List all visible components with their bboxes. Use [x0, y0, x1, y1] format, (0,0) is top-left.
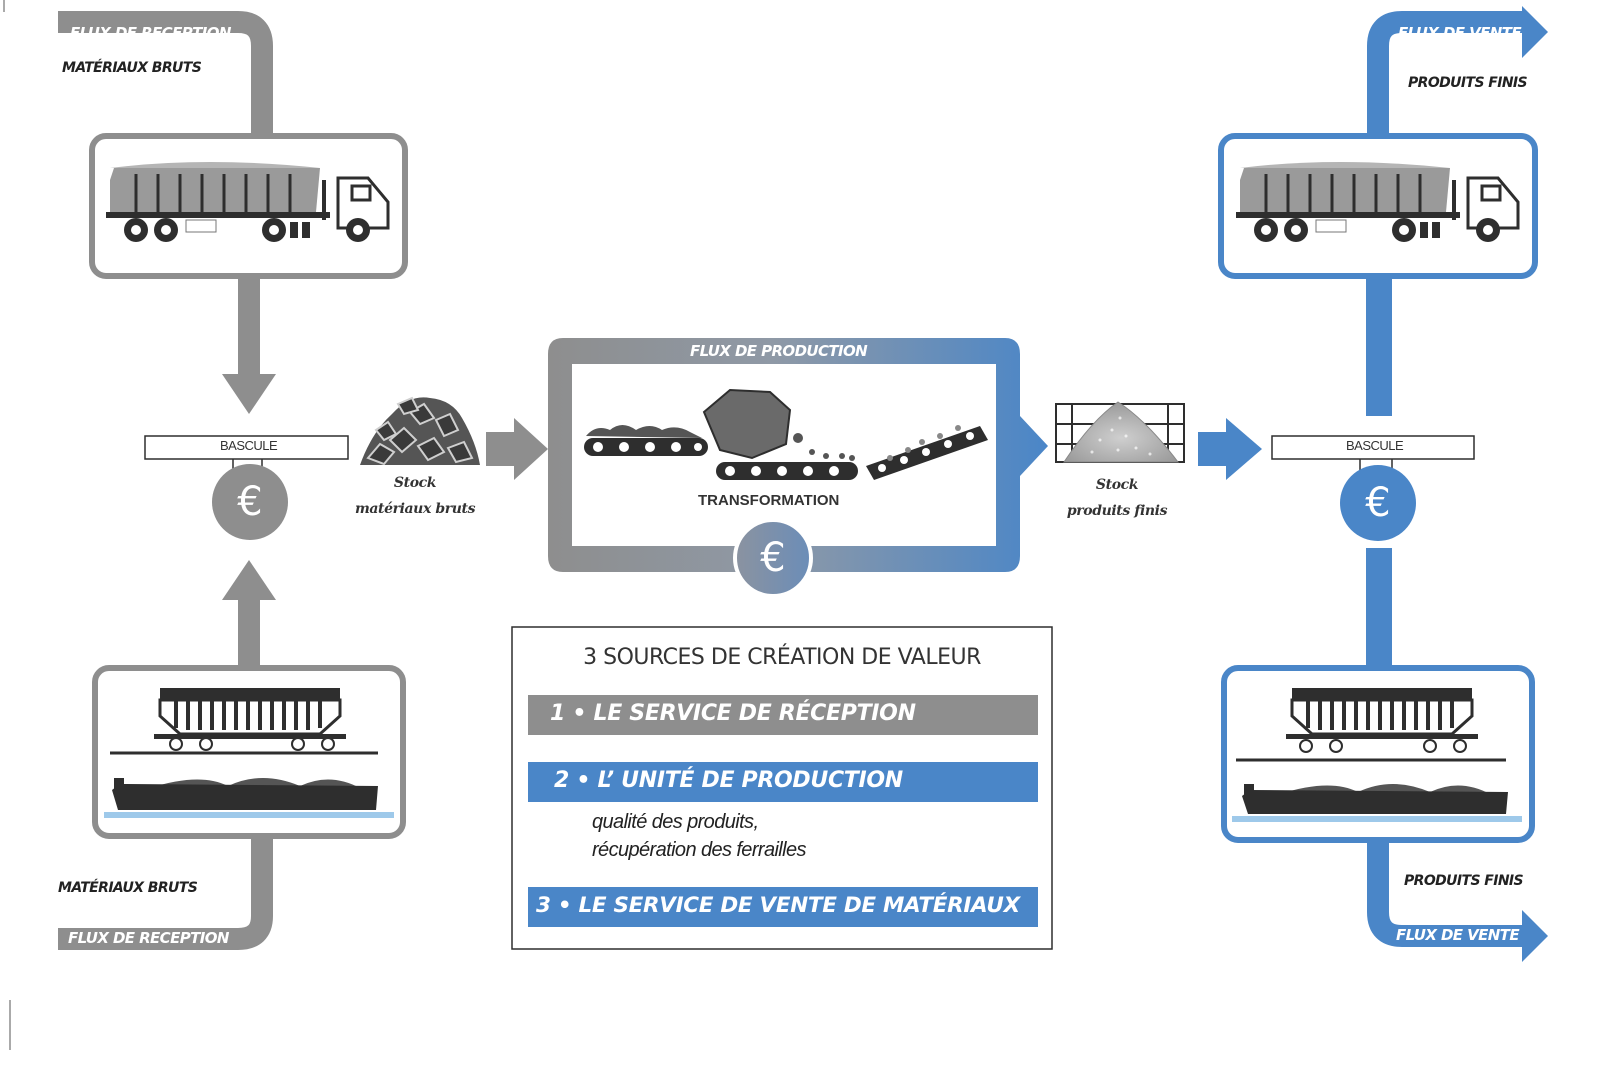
- right-sales-flow: [1218, 6, 1548, 962]
- left-bottom-flow-band: [58, 838, 273, 950]
- raw-stock-line-2: matériaux bruts: [354, 501, 476, 517]
- legend-box: [511, 626, 1053, 950]
- right-top-caption: PRODUITS FINIS: [1408, 75, 1528, 91]
- legend-note-line-2: récupération des ferrailles: [592, 839, 807, 861]
- finished-stock-line-1: Stock: [1095, 477, 1139, 493]
- left-bottom-banner: FLUX DE RECEPTION: [68, 929, 229, 947]
- right-bottom-flow-band: [1367, 840, 1526, 947]
- right-euro-symbol: €: [1365, 480, 1391, 526]
- left-barge-icon: [104, 778, 394, 818]
- raw-stock-label: Stock matériaux bruts: [350, 470, 480, 522]
- legend-item-3-bar: [528, 887, 1038, 927]
- legend-item-2-bar: [528, 762, 1038, 802]
- right-top-arrowhead: [1522, 6, 1548, 58]
- legend-note-line-1: qualité des produits,: [592, 811, 759, 833]
- left-top-flow-band: [58, 11, 273, 142]
- right-barge-icon: [1232, 784, 1522, 822]
- finished-stock-label: Stock produits finis: [1052, 472, 1182, 524]
- left-euro-symbol: €: [237, 479, 263, 525]
- production-machinery-icon: [584, 388, 988, 480]
- legend-item-1: 1 • LE SERVICE DE RÉCEPTION: [550, 701, 916, 726]
- right-top-banner: FLUX DE VENTE: [1398, 24, 1522, 42]
- left-reception-flow: [58, 11, 408, 950]
- right-truck-icon: [1236, 162, 1520, 242]
- right-bottom-banner: FLUX DE VENTE: [1396, 926, 1520, 944]
- left-up-arrowhead: [222, 560, 276, 600]
- right-train-icon: [1236, 688, 1506, 762]
- right-scale-label: BASCULE: [1346, 438, 1404, 453]
- production-euro-symbol: €: [760, 535, 786, 581]
- legend-item-3: 3 • LE SERVICE DE VENTE DE MATÉRIAUX: [536, 893, 1020, 918]
- right-top-flow-band: [1367, 11, 1526, 136]
- left-down-shaft: [238, 278, 260, 378]
- left-train-icon: [110, 688, 378, 755]
- left-scale-bar: [144, 435, 349, 460]
- raw-stock-line-1: Stock: [393, 475, 437, 491]
- right-bottom-caption: PRODUITS FINIS: [1404, 873, 1524, 889]
- right-bottom-arrowhead: [1522, 910, 1548, 962]
- finished-product-pile-icon: [1055, 401, 1185, 463]
- left-scale-label: BASCULE: [220, 438, 278, 453]
- left-truck-icon: [106, 162, 390, 242]
- raw-to-production-arrow: [486, 418, 548, 480]
- left-down-arrowhead: [222, 374, 276, 414]
- right-euro-badge: [1340, 465, 1416, 541]
- production-frame: [548, 338, 1048, 598]
- legend-item-1-bar: [528, 695, 1038, 735]
- left-top-banner: FLUX DE RECEPTION: [70, 24, 231, 42]
- right-scale-bar: [1271, 435, 1475, 460]
- left-bottom-caption: MATÉRIAUX BRUTS: [58, 880, 198, 896]
- left-euro-badge: [212, 464, 288, 540]
- finished-to-sale-arrow: [1198, 418, 1262, 480]
- production-euro-badge: [733, 518, 813, 598]
- left-up-shaft: [238, 596, 260, 670]
- transformation-label: TRANSFORMATION: [698, 492, 840, 509]
- legend-title: 3 SOURCES DE CRÉATION DE VALEUR: [583, 645, 981, 670]
- legend-item-2: 2 • L’ UNITÉ DE PRODUCTION: [554, 768, 903, 793]
- production-banner: FLUX DE PRODUCTION: [690, 342, 868, 360]
- finished-stock-line-2: produits finis: [1066, 503, 1168, 519]
- left-top-caption: MATÉRIAUX BRUTS: [62, 60, 202, 76]
- raw-material-pile-icon: [360, 396, 480, 466]
